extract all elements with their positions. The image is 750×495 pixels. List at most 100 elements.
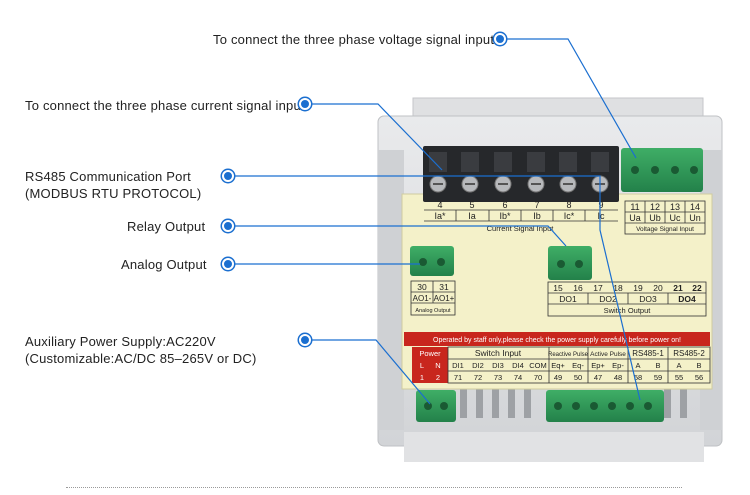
so-num-2: 17: [593, 283, 603, 293]
voltage-lbl-1: Ub: [649, 213, 661, 223]
si-col-1: DI2: [472, 361, 484, 370]
terminal-label-grid: [410, 200, 711, 384]
current-terminal-screws: [429, 152, 609, 193]
relay-leader: [232, 225, 567, 247]
rs485-2-num-1: 56: [695, 373, 703, 382]
rs485-callout-line1: RS485 Communication Port: [25, 169, 191, 184]
si-num-4: 70: [534, 373, 542, 382]
current-caption: Current Signal Input: [487, 224, 555, 233]
rs485-2-label: RS485-2: [673, 349, 705, 358]
current-terminal-block: [423, 146, 619, 202]
current-num-3: 7: [534, 200, 539, 210]
so-grp-1: DO2: [599, 294, 617, 304]
rs485-2-num-0: 55: [675, 373, 683, 382]
analog-num-0: 30: [417, 282, 427, 292]
so-num-1: 16: [573, 283, 583, 293]
so-grp-3: DO4: [678, 294, 696, 304]
current-leader-dot: [299, 98, 311, 110]
so-num-0: 15: [553, 283, 563, 293]
warning-text: Operated by staff only,please check the …: [433, 337, 681, 344]
current-num-0: 4: [437, 200, 442, 210]
power-col-0: L: [420, 361, 424, 370]
housing-base: [404, 432, 704, 462]
reactive-col-1: Eq-: [572, 361, 584, 370]
rs485-callout-line2: (MODBUS RTU PROTOCOL): [25, 186, 202, 201]
voltage-input-callout: To connect the three phase voltage signa…: [213, 32, 495, 47]
voltage-num-2: 13: [670, 202, 680, 212]
si-col-2: DI3: [492, 361, 504, 370]
voltage-leader: [502, 38, 637, 159]
bottom-terminal-strip: [546, 390, 664, 422]
si-num-1: 72: [474, 373, 482, 382]
analog-terminal-block: [410, 246, 454, 276]
si-col-4: COM: [529, 361, 547, 370]
analog-caption: Analog Output: [415, 308, 451, 314]
active-num-1: 48: [614, 373, 622, 382]
rs485-2-col-1: B: [696, 361, 701, 370]
leader-lines: [230, 38, 641, 405]
si-col-0: DI1: [452, 361, 464, 370]
aux-power-leader: [307, 339, 431, 405]
aux-power-callout: Auxiliary Power Supply:AC220V (Customiza…: [25, 333, 257, 367]
current-lbl-0: Ia*: [434, 211, 446, 221]
analog-lbl-1: AO1+: [434, 294, 455, 303]
current-num-4: 8: [566, 200, 571, 210]
voltage-leader-dot: [494, 33, 506, 45]
bottom-table-labels: Power L N 1 2 Switch Input DI1 DI2 DI3 D…: [419, 348, 705, 382]
reactive-num-0: 49: [554, 373, 562, 382]
active-col-1: Ep-: [612, 361, 624, 370]
current-lbl-5: Ic: [597, 211, 605, 221]
current-lbl-2: Ib*: [499, 211, 511, 221]
so-num-5: 20: [653, 283, 663, 293]
si-num-2: 73: [494, 373, 502, 382]
si-col-3: DI4: [512, 361, 524, 370]
rs485-2-col-0: A: [676, 361, 681, 370]
rs485-1-label: RS485-1: [632, 349, 664, 358]
analog-num-1: 31: [439, 282, 449, 292]
reactive-label: Reactive Pulse: [548, 352, 589, 358]
rs485-1-col-0: A: [635, 361, 640, 370]
rs485-leader-dot: [222, 170, 234, 182]
voltage-lbl-0: Ua: [629, 213, 641, 223]
so-num-7: 22: [692, 283, 702, 293]
current-num-5: 9: [598, 200, 603, 210]
relay-terminal-block: [548, 246, 592, 280]
rs485-leader: [230, 175, 641, 401]
analog-output-callout: Analog Output: [121, 257, 207, 272]
si-num-0: 71: [454, 373, 462, 382]
current-leader: [307, 103, 443, 171]
voltage-terminal-labels: 11 12 13 14 Ua Ub Uc Un Voltage Signal I…: [629, 202, 701, 233]
so-num-3: 18: [613, 283, 623, 293]
voltage-num-0: 11: [630, 202, 639, 212]
current-lbl-3: Ib: [533, 211, 541, 221]
current-lbl-1: Ia: [468, 211, 476, 221]
current-num-2: 6: [502, 200, 507, 210]
housing-top-lip: [412, 97, 704, 119]
reactive-num-1: 50: [574, 373, 582, 382]
voltage-lbl-2: Uc: [670, 213, 681, 223]
switch-input-label: Switch Input: [475, 348, 522, 358]
warning-strip: [404, 332, 710, 346]
analog-leader-dot: [222, 258, 234, 270]
power-num-1: 2: [436, 373, 440, 382]
active-col-0: Ep+: [591, 361, 605, 370]
aux-power-callout-line1: Auxiliary Power Supply:AC220V: [25, 334, 216, 349]
analog-lbl-0: AO1-: [413, 294, 432, 303]
active-num-0: 47: [594, 373, 602, 382]
so-caption: Switch Output: [604, 306, 652, 315]
voltage-caption: Voltage Signal Input: [636, 226, 694, 233]
current-input-callout: To connect the three phase current signa…: [25, 98, 305, 113]
so-grp-0: DO1: [559, 294, 577, 304]
rs485-1-col-1: B: [655, 361, 660, 370]
so-grp-2: DO3: [639, 294, 657, 304]
power-num-0: 1: [420, 373, 424, 382]
relay-output-callout: Relay Output: [127, 219, 206, 234]
voltage-terminal-block: [621, 148, 703, 192]
relay-leader-dot: [222, 220, 234, 232]
switch-output-labels: 15 16 17 18 19 20 21 22 DO1 DO2 DO3 DO4 …: [553, 283, 702, 315]
rs485-1-num-1: 59: [654, 373, 662, 382]
current-lbl-4: Ic*: [564, 211, 575, 221]
bottom-vents: [460, 388, 687, 418]
power-label: Power: [419, 349, 441, 358]
